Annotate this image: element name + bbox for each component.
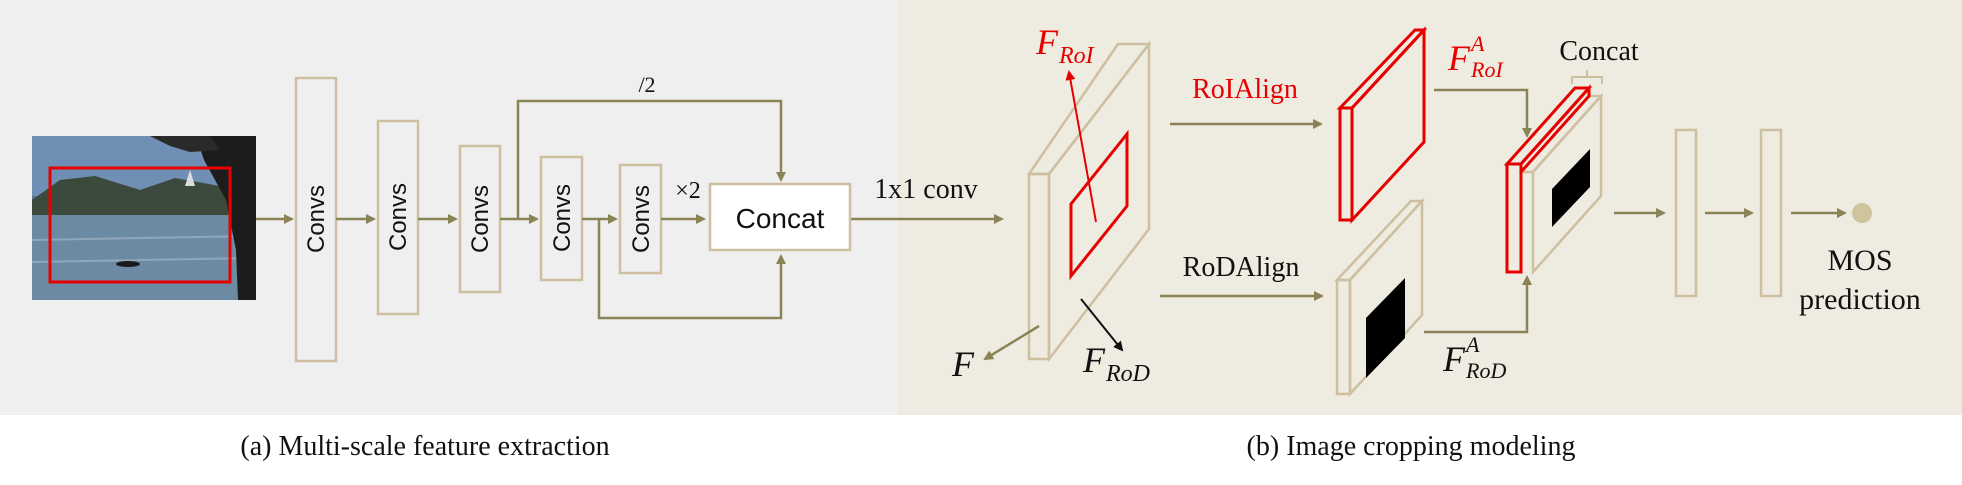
svg-text:Convs: Convs — [385, 183, 412, 251]
conv-block-4: Convs — [539, 155, 584, 282]
rod-aligned-slab — [1334, 197, 1425, 398]
label-f: F — [951, 344, 975, 384]
svg-text:Convs: Convs — [628, 185, 655, 253]
rodalign-label: RoDAlign — [1183, 252, 1300, 283]
svg-text:RoD: RoD — [1465, 358, 1506, 383]
svg-text:Concat: Concat — [736, 203, 825, 234]
label-f-rod: F RoD — [1082, 340, 1150, 387]
conv-block-2: Convs — [376, 119, 420, 316]
svg-text:Convs: Convs — [549, 184, 576, 252]
label-f-rod-aligned: F A RoD — [1442, 332, 1506, 383]
concat-box-a: Concat — [708, 182, 852, 252]
panel-a-connections — [256, 99, 1004, 320]
mos-label-line1: MOS — [1827, 244, 1892, 277]
concat-label-b: Concat — [1559, 36, 1639, 67]
roi-aligned-slab — [1336, 26, 1428, 224]
svg-text:F: F — [1447, 38, 1471, 78]
downsample-label: /2 — [638, 72, 655, 97]
conv-block-1: Convs — [294, 76, 338, 363]
arrow-roi-to-concat — [1434, 88, 1532, 138]
roi-region — [1069, 129, 1129, 281]
svg-text:F: F — [1035, 22, 1059, 62]
concat-crop-region — [1552, 149, 1590, 227]
roialign-label: RoIAlign — [1192, 74, 1298, 105]
roi-pointer — [1065, 70, 1097, 223]
svg-text:RoI: RoI — [1470, 57, 1504, 82]
caption-b: (b) Image cropping modeling — [1247, 431, 1576, 462]
svg-text:RoD: RoD — [1105, 361, 1150, 387]
svg-text:F: F — [1442, 339, 1466, 379]
mos-label-line2: prediction — [1799, 283, 1921, 316]
caption-a: (a) Multi-scale feature extraction — [240, 431, 609, 462]
svg-text:RoI: RoI — [1058, 43, 1095, 69]
svg-text:A: A — [1469, 31, 1485, 56]
svg-text:F: F — [1082, 340, 1106, 380]
repeat-label: ×2 — [675, 178, 701, 204]
conv-block-5: Convs — [618, 163, 663, 275]
label-f-roi-aligned: F A RoI — [1447, 31, 1504, 82]
skip-connection-top — [516, 99, 786, 219]
concat-brace — [1571, 70, 1603, 84]
arrow-rod-to-concat — [1424, 275, 1532, 334]
label-f-roi: F RoI — [1035, 22, 1095, 69]
fc-layer-2 — [1759, 128, 1783, 298]
conv1x1-label: 1x1 conv — [874, 174, 977, 205]
rod-crop-region — [1366, 278, 1405, 378]
rod-pointer — [1080, 298, 1124, 352]
panel-b-background — [898, 0, 1962, 415]
panel-b-feed-arrows — [1424, 88, 1532, 334]
svg-text:F: F — [951, 344, 975, 384]
feature-map-slab — [1026, 40, 1152, 363]
input-image — [31, 136, 257, 300]
fc-layer-1 — [1674, 128, 1698, 298]
skip-connection-bottom — [597, 219, 786, 320]
mos-output-node — [1852, 203, 1872, 223]
svg-text:Convs: Convs — [303, 185, 330, 253]
input-crop-box — [48, 166, 232, 284]
svg-text:A: A — [1464, 332, 1480, 357]
feature-pointer — [983, 324, 1040, 361]
svg-text:Convs: Convs — [467, 185, 494, 253]
concat-stack — [1503, 84, 1604, 276]
